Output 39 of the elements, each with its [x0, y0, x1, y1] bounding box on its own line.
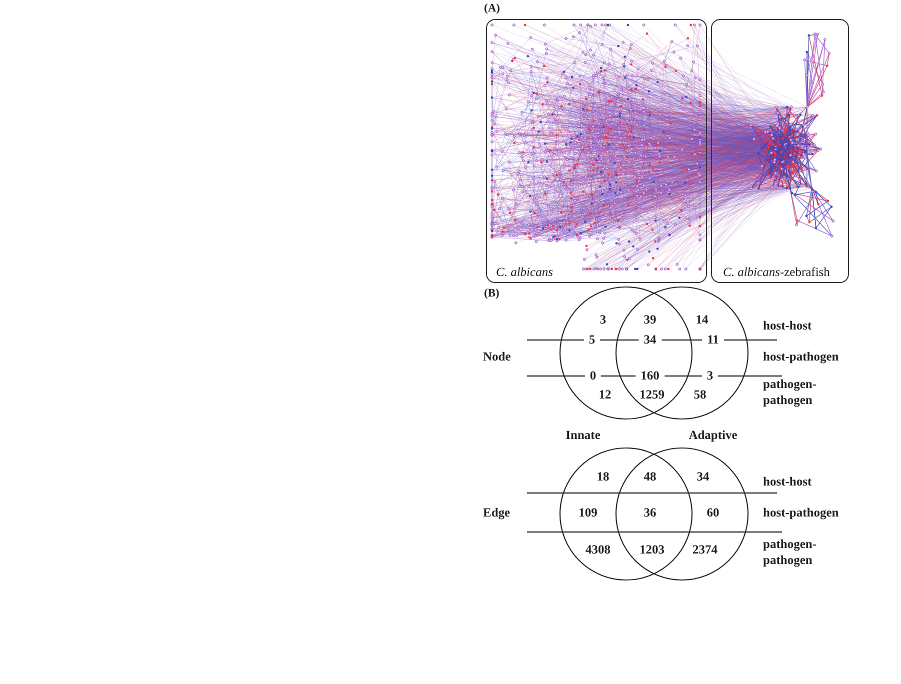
row-label: Node [483, 350, 511, 364]
count-value: 3 [600, 312, 606, 328]
count-value: 109 [578, 506, 598, 520]
count-value: 36 [644, 506, 656, 520]
panel-letter: (A) [484, 2, 500, 16]
count-value: 1259 [640, 388, 664, 402]
panel [711, 19, 849, 283]
count-value: 60 [706, 506, 720, 520]
panel-letter: (B) [484, 286, 500, 302]
count-value: 48 [644, 470, 656, 484]
count-value: 14 [696, 312, 708, 328]
category-label: host-host [763, 318, 812, 334]
venn-circle [559, 286, 693, 420]
count-value: 3 [706, 368, 714, 384]
row-label: Edge [483, 506, 510, 520]
count-value: 4308 [586, 542, 610, 558]
count-value: 1203 [640, 542, 664, 558]
count-value: 34 [644, 332, 656, 348]
category-label: host-pathogen [763, 506, 839, 520]
panel-title: C. albicans-zebrafish [723, 265, 830, 280]
count-value: 160 [640, 368, 660, 384]
count-value: 18 [596, 470, 610, 484]
count-value: 58 [694, 388, 706, 402]
panel [486, 19, 707, 283]
count-value: 2374 [692, 542, 718, 558]
count-value: 11 [707, 332, 719, 348]
set-label: Adaptive [688, 428, 738, 443]
count-value: 0 [590, 368, 596, 384]
set-label: Innate [566, 428, 600, 443]
venn-circle [615, 286, 749, 420]
count-value: 5 [588, 332, 596, 348]
count-value: 12 [598, 388, 612, 402]
category-label: pathogen- pathogen [763, 376, 818, 408]
panel-title: C. albicans [496, 265, 553, 280]
category-label: pathogen- pathogen [763, 536, 818, 568]
count-value: 34 [696, 470, 710, 484]
category-label: host-host [763, 474, 812, 490]
count-value: 39 [644, 312, 656, 328]
category-label: host-pathogen [763, 350, 839, 364]
